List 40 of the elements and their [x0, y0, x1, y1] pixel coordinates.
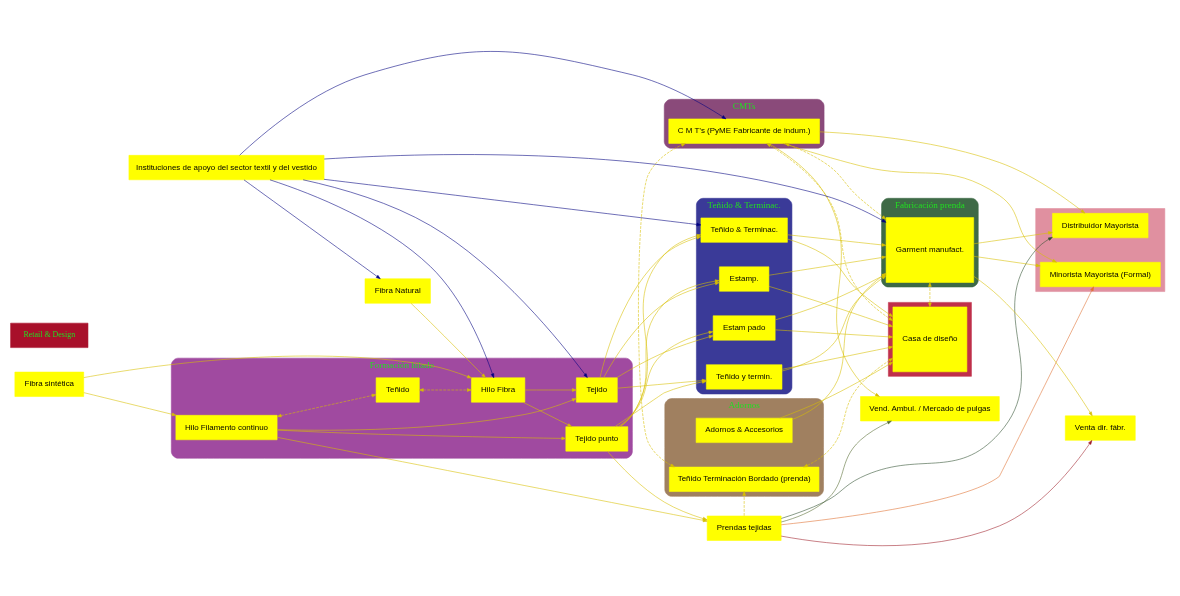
arrow [277, 397, 577, 430]
arrow [973, 255, 1041, 267]
arrow [419, 387, 472, 392]
arrow [276, 393, 377, 417]
arrow [787, 233, 887, 247]
node-box: Retail & Design [10, 322, 89, 348]
arrow [524, 387, 577, 392]
arrow [620, 233, 702, 427]
arrow [603, 281, 720, 378]
arrow [410, 302, 486, 378]
arrow [83, 391, 177, 416]
arrow [599, 235, 702, 378]
arrow [638, 142, 686, 467]
arrow [324, 153, 887, 223]
arrow [243, 179, 381, 279]
arrow [781, 345, 894, 370]
arrow [787, 238, 894, 317]
arrow [781, 236, 1053, 519]
arrow [616, 334, 714, 378]
arrow [269, 179, 495, 378]
arrow [780, 286, 1094, 525]
arrow [779, 361, 894, 418]
arrow [523, 401, 573, 427]
arrow [774, 329, 894, 339]
arrow [780, 420, 892, 522]
arrow [619, 278, 720, 427]
arrow [973, 230, 1053, 244]
arrow [83, 355, 472, 378]
arrow [819, 131, 1086, 213]
arrow [276, 429, 567, 440]
arrow [302, 179, 588, 378]
arrow [618, 330, 714, 427]
arrow [239, 50, 727, 156]
arrow [323, 178, 702, 226]
arrow [780, 439, 1093, 546]
arrow [742, 490, 746, 516]
arrow [768, 285, 894, 327]
arrow [803, 357, 894, 467]
arrow [973, 275, 1093, 416]
arrow [928, 281, 932, 307]
